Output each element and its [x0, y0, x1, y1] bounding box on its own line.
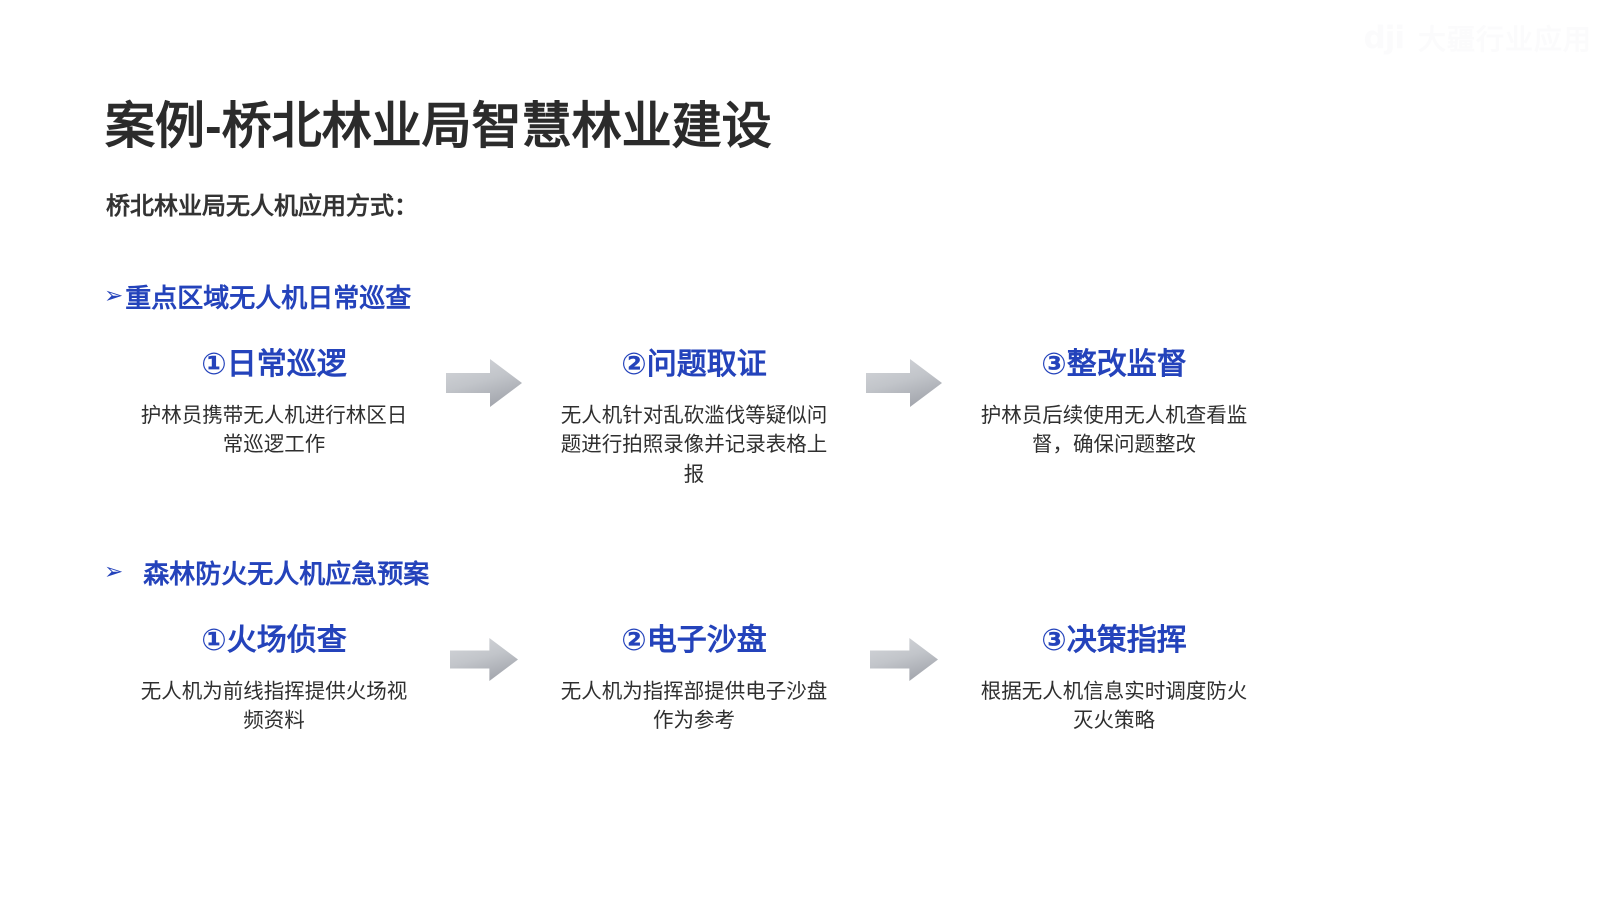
step-description: 护林员后续使用无人机查看监督，确保问题整改 — [980, 403, 1248, 457]
arrow-right-icon — [446, 359, 522, 407]
step-description: 无人机为前线指挥提供火场视频资料 — [140, 679, 408, 733]
arrow-right-icon — [870, 638, 938, 681]
flow-step: ①日常巡逻 护林员携带无人机进行林区日常巡逻工作 — [104, 348, 444, 460]
arrow-bullet-icon: ➢ — [104, 559, 124, 585]
flow-arrow-cell — [444, 624, 524, 682]
flow-arrow-cell — [864, 348, 944, 408]
step-description: 无人机为指挥部提供电子沙盘作为参考 — [560, 679, 828, 733]
flow-step: ③整改监督 护林员后续使用无人机查看监督，确保问题整改 — [944, 348, 1284, 460]
flow-step: ①火场侦查 无人机为前线指挥提供火场视频资料 — [104, 624, 444, 736]
section-heading-label: 森林防火无人机应急预案 — [143, 559, 430, 589]
step-title: ③整改监督 — [1041, 348, 1187, 381]
dji-watermark: dji 大疆行业应用 — [1364, 18, 1592, 58]
arrow-right-icon — [450, 638, 518, 681]
step-title: ③决策指挥 — [1041, 624, 1187, 657]
flow-arrow-cell — [864, 624, 944, 682]
page-subtitle: 桥北林业局无人机应用方式： — [106, 193, 418, 220]
step-title: ①日常巡逻 — [201, 348, 347, 381]
step-title: ②电子沙盘 — [621, 624, 767, 657]
arrow-bullet-icon: ➢ — [104, 283, 124, 309]
page-title: 案例-桥北林业局智慧林业建设 — [105, 98, 772, 154]
step-description: 护林员携带无人机进行林区日常巡逻工作 — [140, 403, 408, 457]
step-description: 根据无人机信息实时调度防火灭火策略 — [980, 679, 1248, 733]
flow-step: ②问题取证 无人机针对乱砍滥伐等疑似问题进行拍照录像并记录表格上报 — [524, 348, 864, 490]
flow-row-patrol: ①日常巡逻 护林员携带无人机进行林区日常巡逻工作 ②问题取证 无人机针对乱砍滥伐… — [104, 348, 1504, 490]
step-description: 无人机针对乱砍滥伐等疑似问题进行拍照录像并记录表格上报 — [560, 403, 828, 486]
flow-arrow-cell — [444, 348, 524, 408]
watermark-label: 大疆行业应用 — [1417, 24, 1592, 55]
section-heading-fire-plan: ➢ 森林防火无人机应急预案 — [104, 554, 429, 591]
dji-logo: dji — [1363, 20, 1405, 56]
flow-row-fire-plan: ①火场侦查 无人机为前线指挥提供火场视频资料 ②电子沙盘 无人机为指挥部提供电子… — [104, 624, 1504, 736]
arrow-right-icon — [866, 359, 942, 407]
section-heading-label: 重点区域无人机日常巡查 — [125, 283, 412, 313]
flow-step: ③决策指挥 根据无人机信息实时调度防火灭火策略 — [944, 624, 1284, 736]
flow-step: ②电子沙盘 无人机为指挥部提供电子沙盘作为参考 — [524, 624, 864, 736]
step-title: ①火场侦查 — [201, 624, 347, 657]
step-title: ②问题取证 — [621, 348, 767, 381]
section-heading-patrol: ➢ 重点区域无人机日常巡查 — [104, 278, 411, 315]
